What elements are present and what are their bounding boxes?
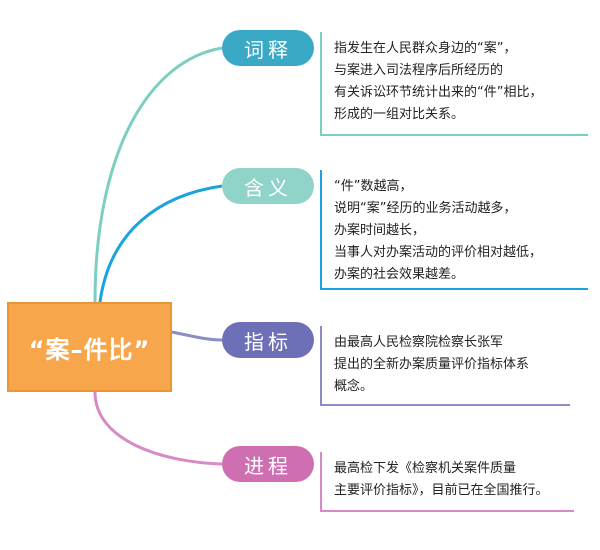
connector-zhibiao xyxy=(171,330,223,342)
connector-jincheng xyxy=(93,391,223,466)
description-line: 形成的一组对比关系。 xyxy=(334,107,465,122)
description-line: 说明“案”经历的业务活动越多， xyxy=(334,201,517,216)
description-line: 由最高人民检察院检察长张军 xyxy=(334,335,504,350)
branch-hanyi-label: 含义 xyxy=(244,175,292,200)
branch-zhibiao-label: 指标 xyxy=(244,329,292,354)
description-line: 提出的全新办案质量评价指标体系 xyxy=(334,357,530,372)
branch-ciyi-description: 指发生在人民群众身边的“案”， 与案进入司法程序后所经历的 有关诉讼环节统计出来… xyxy=(320,32,588,136)
connector-ciyi xyxy=(93,46,223,303)
description-line: 概念。 xyxy=(334,379,374,394)
branch-zhibiao-description: 由最高人民检察院检察长张军 提出的全新办案质量评价指标体系 概念。 xyxy=(320,326,570,406)
central-label: “案–件比” xyxy=(28,335,151,364)
branch-ciyi-node: 词释 xyxy=(222,30,314,66)
description-line: “件”数越高， xyxy=(334,179,413,194)
description-line: 办案的社会效果越差。 xyxy=(334,267,465,282)
branch-ciyi-label: 词释 xyxy=(244,37,292,62)
branch-zhibiao-node: 指标 xyxy=(222,322,314,358)
branch-jincheng-node: 进程 xyxy=(222,446,314,482)
branch-jincheng-description: 最高检下发《检察机关案件质量 主要评价指标》，目前已在全国推行。 xyxy=(320,452,574,512)
description-line: 主要评价指标》，目前已在全国推行。 xyxy=(334,483,549,498)
description-line: 办案时间越长， xyxy=(334,223,426,238)
description-line: 当事人对办案活动的评价相对越低， xyxy=(334,245,543,260)
description-line: 与案进入司法程序后所经历的 xyxy=(334,63,504,78)
connector-hanyi xyxy=(98,184,223,303)
branch-jincheng-label: 进程 xyxy=(244,453,292,478)
description-line: 有关诉讼环节统计出来的“件”相比， xyxy=(334,85,543,100)
branch-hanyi-description: “件”数越高， 说明“案”经历的业务活动越多， 办案时间越长， 当事人对办案活动… xyxy=(320,170,588,290)
branch-hanyi-node: 含义 xyxy=(222,168,314,204)
central-node: “案–件比” xyxy=(7,302,172,392)
description-line: 指发生在人民群众身边的“案”， xyxy=(334,41,517,56)
description-line: 最高检下发《检察机关案件质量 xyxy=(334,461,517,476)
